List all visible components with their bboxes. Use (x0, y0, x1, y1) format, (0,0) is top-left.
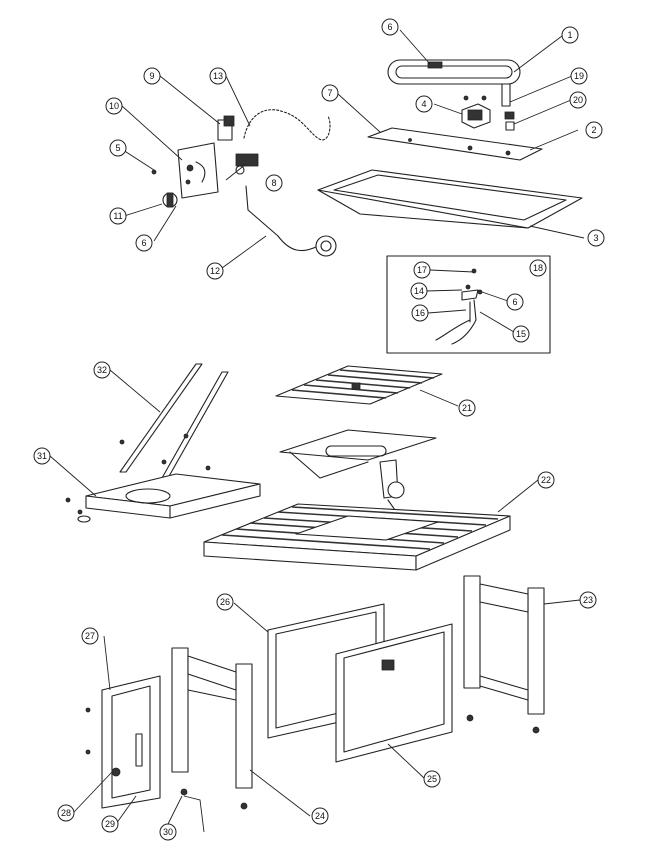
callout-3: 3 (587, 229, 605, 247)
svg-text:2: 2 (591, 125, 596, 135)
callout-21: 21 (458, 399, 476, 417)
svg-text:22: 22 (541, 475, 551, 485)
burner-bracket (461, 95, 491, 129)
callout-16: 16 (411, 304, 429, 322)
callout-22: 22 (537, 471, 555, 489)
burner-pan-assembly (279, 429, 437, 521)
callout-1: 1 (561, 26, 579, 44)
svg-text:7: 7 (327, 88, 332, 98)
svg-text:15: 15 (516, 329, 526, 339)
table-top (203, 503, 511, 571)
valve-panel (177, 142, 219, 199)
control-knob (162, 192, 178, 208)
callout-7: 7 (321, 84, 339, 102)
leader-lines (49, 29, 585, 833)
svg-text:19: 19 (574, 71, 584, 81)
svg-text:32: 32 (97, 365, 107, 375)
svg-text:29: 29 (105, 819, 115, 829)
callout-25: 25 (423, 770, 441, 788)
callout-4: 4 (415, 95, 433, 113)
svg-text:11: 11 (113, 211, 122, 221)
callout-19: 19 (570, 67, 588, 85)
callout-31: 31 (33, 447, 51, 465)
burner-ring (387, 59, 521, 107)
svg-text:1: 1 (567, 30, 572, 40)
callout-2: 2 (585, 121, 603, 139)
svg-text:23: 23 (583, 595, 593, 605)
callout-32: 32 (93, 361, 111, 379)
callout-29: 29 (101, 815, 119, 833)
svg-text:6: 6 (512, 297, 517, 307)
right-leg-frame (463, 575, 545, 734)
callout-28: 28 (57, 804, 75, 822)
callout-11: 11 (109, 207, 127, 225)
callout-5: 5 (109, 139, 127, 157)
fire-pan (317, 169, 583, 229)
svg-text:3: 3 (593, 233, 598, 243)
front-panel (335, 623, 453, 763)
callout-6a: 6 (381, 18, 399, 36)
callout-27: 27 (81, 627, 99, 645)
svg-text:31: 31 (37, 451, 47, 461)
svg-text:8: 8 (271, 178, 276, 188)
inset-ignition-kit (386, 255, 551, 354)
regulator-hose (245, 185, 337, 257)
callout-8: 8 (265, 174, 283, 192)
burner-frame (65, 473, 261, 523)
flex-gas-hose (243, 109, 331, 141)
callout-6b: 6 (135, 234, 153, 252)
svg-text:20: 20 (573, 95, 583, 105)
callout-10: 10 (105, 97, 123, 115)
support-bars (119, 363, 229, 479)
svg-text:6: 6 (141, 238, 146, 248)
callout-30: 30 (159, 823, 177, 841)
grate-cover (275, 365, 443, 405)
svg-text:28: 28 (61, 808, 71, 818)
svg-text:9: 9 (149, 71, 154, 81)
callout-18: 18 (529, 259, 547, 277)
svg-text:13: 13 (213, 71, 223, 81)
door (85, 675, 161, 809)
svg-text:25: 25 (427, 774, 437, 784)
svg-text:5: 5 (115, 143, 120, 153)
svg-text:18: 18 (533, 263, 543, 273)
svg-text:12: 12 (210, 266, 220, 276)
callout-13: 13 (209, 67, 227, 85)
svg-text:27: 27 (85, 631, 95, 641)
callout-20: 20 (569, 91, 587, 109)
callout-9: 9 (143, 67, 161, 85)
svg-text:30: 30 (163, 827, 173, 837)
callout-17: 17 (413, 261, 431, 279)
gas-manifold (235, 153, 259, 175)
left-leg-frame (171, 647, 253, 810)
callout-15: 15 (512, 325, 530, 343)
gas-fitting (504, 111, 515, 131)
svg-text:21: 21 (462, 403, 472, 413)
callout-6c: 6 (506, 293, 524, 311)
svg-text:10: 10 (109, 101, 119, 111)
valve (217, 115, 235, 141)
burner-plate (367, 127, 543, 161)
svg-text:17: 17 (417, 265, 427, 275)
ignition-parts (435, 268, 483, 345)
screw (151, 169, 157, 175)
svg-text:6: 6 (387, 22, 392, 32)
svg-text:14: 14 (414, 286, 424, 296)
svg-text:16: 16 (415, 308, 425, 318)
svg-text:26: 26 (220, 597, 230, 607)
svg-text:24: 24 (315, 811, 325, 821)
callout-14: 14 (410, 282, 428, 300)
svg-text:4: 4 (421, 99, 426, 109)
callout-12: 12 (206, 262, 224, 280)
callout-24: 24 (311, 807, 329, 825)
callout-23: 23 (579, 591, 597, 609)
callout-26: 26 (216, 593, 234, 611)
